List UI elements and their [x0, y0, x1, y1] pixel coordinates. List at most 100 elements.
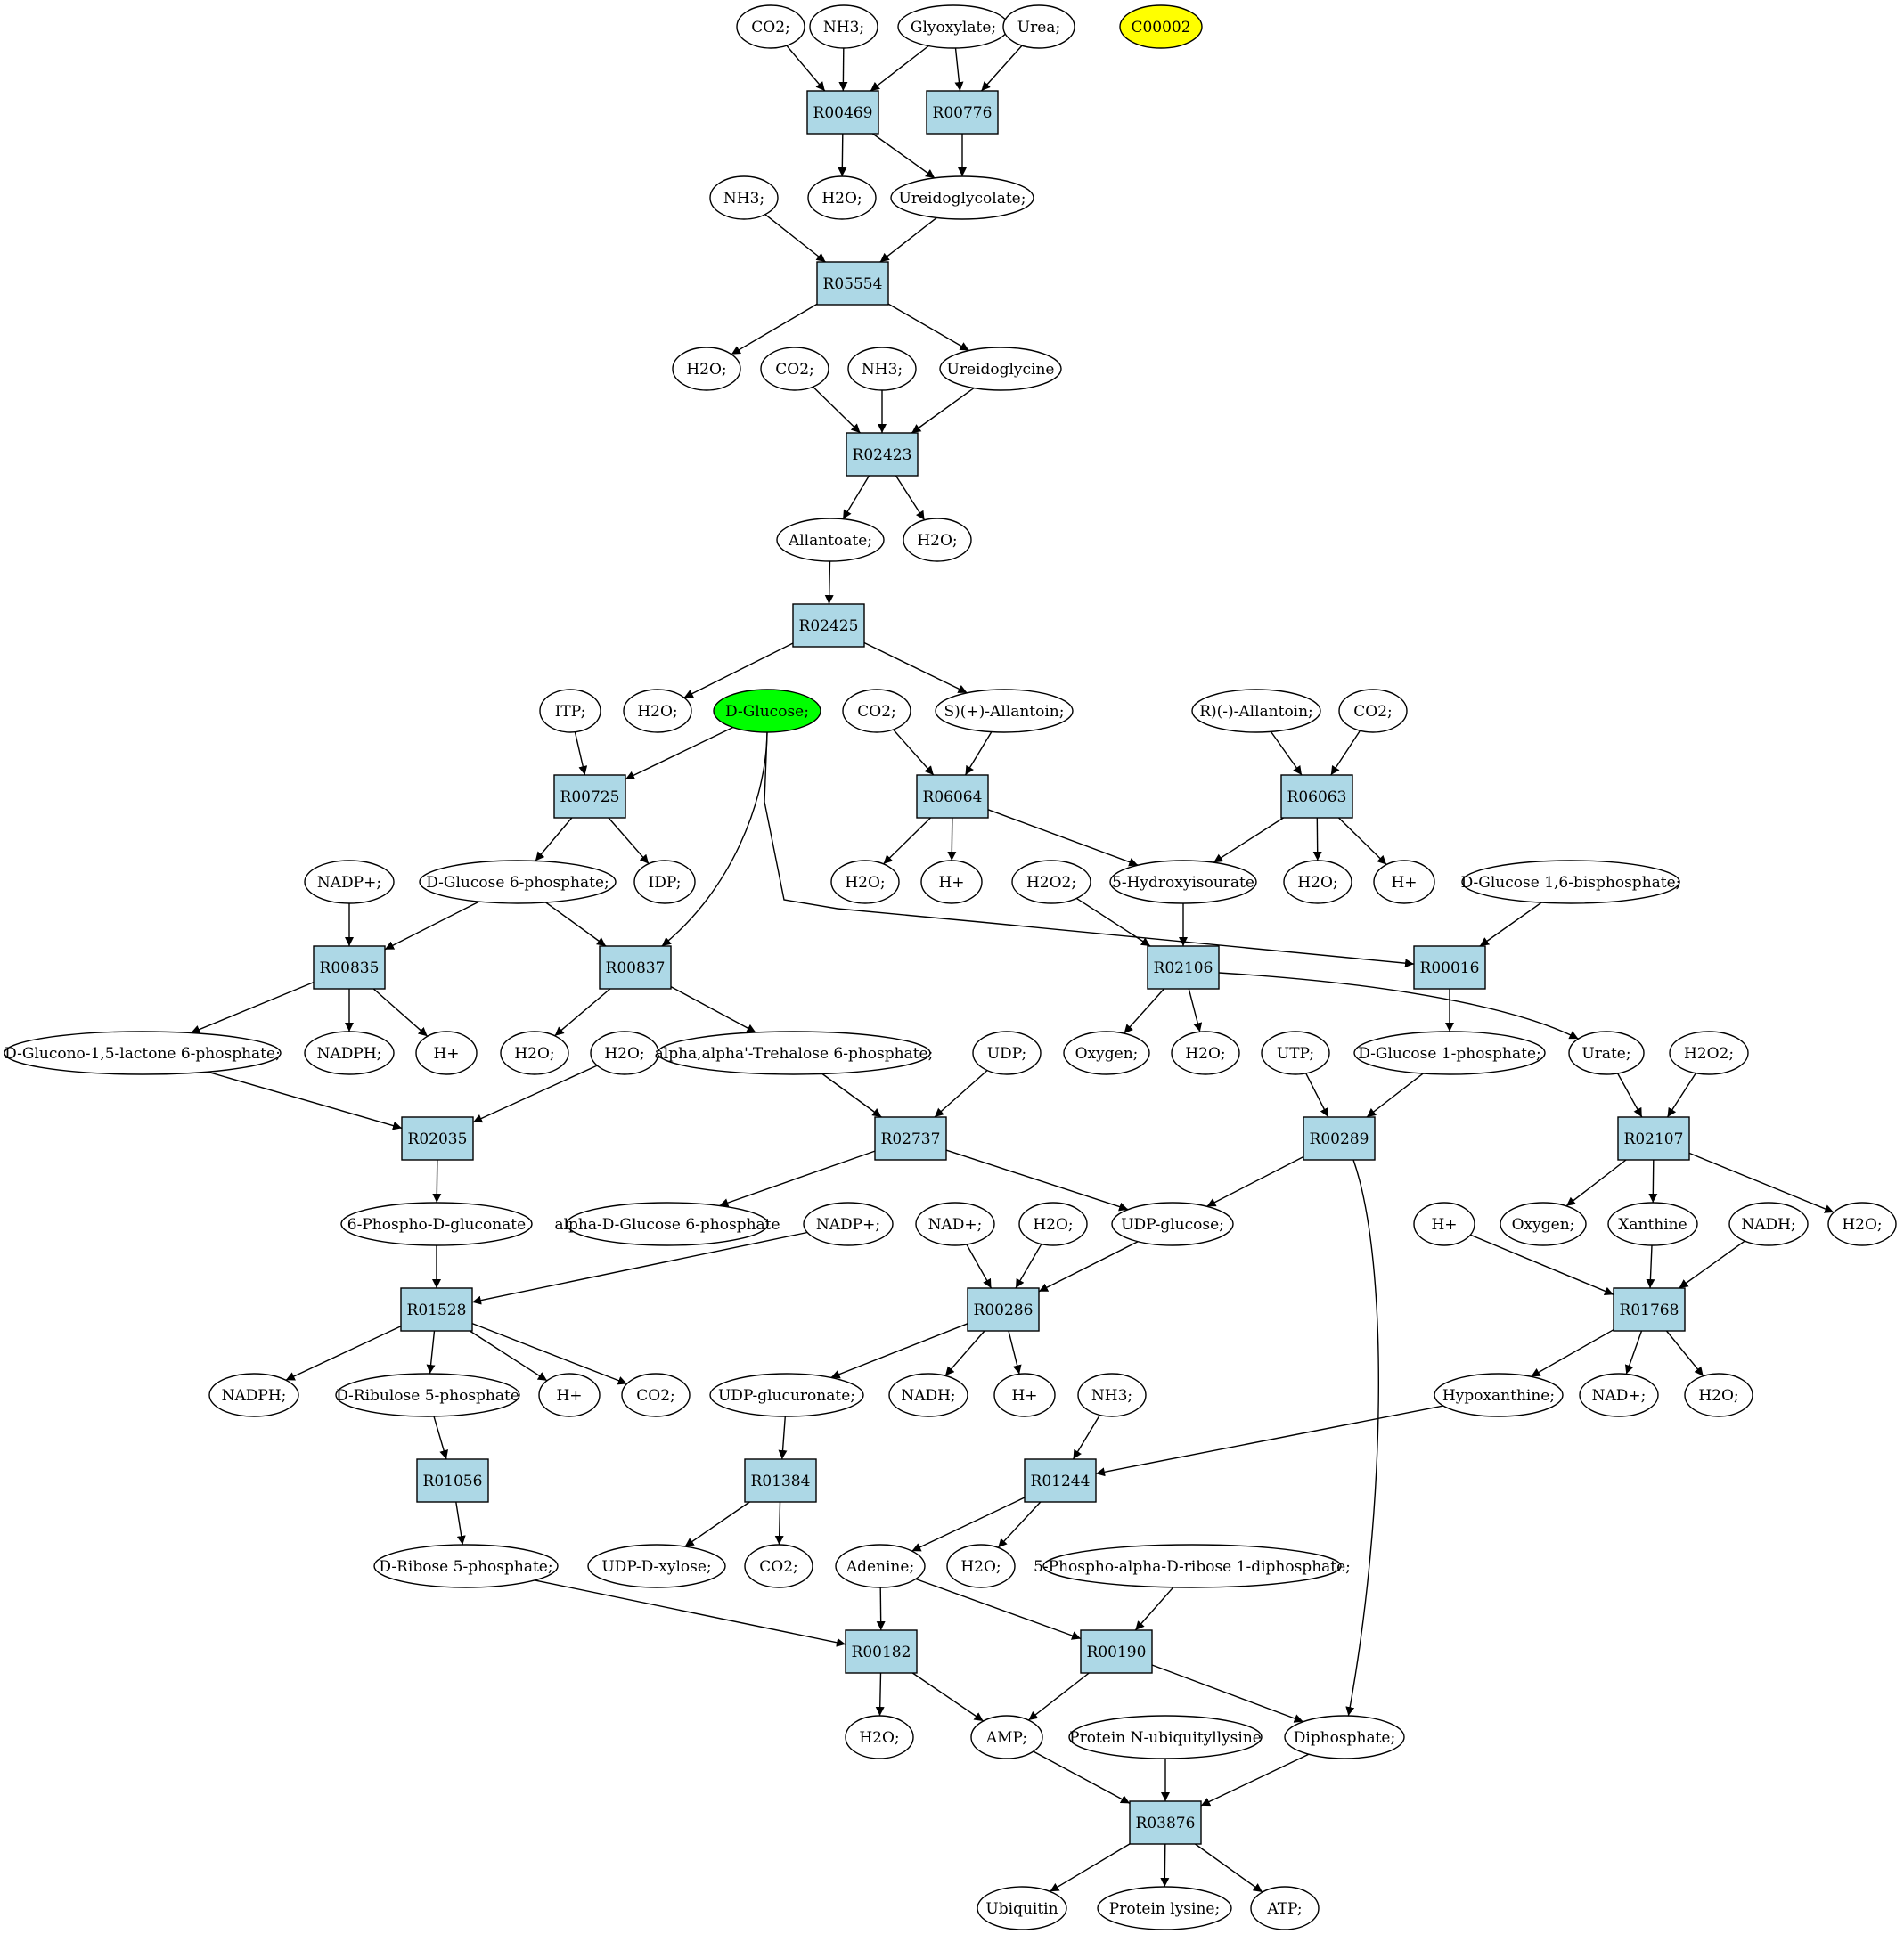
- compound-node-nh3_2[interactable]: NH3;: [709, 175, 779, 220]
- compound-node-udpxylose[interactable]: UDP-D-xylose;: [587, 1544, 726, 1588]
- compound-node-co2_3[interactable]: CO2;: [760, 347, 829, 391]
- compound-node-h2o_7[interactable]: H2O;: [500, 1031, 569, 1075]
- reaction-node-R00835[interactable]: R00835: [313, 945, 386, 990]
- compound-node-diphosphate[interactable]: Diphosphate;: [1284, 1715, 1405, 1759]
- compound-node-glyoxylate[interactable]: Glyoxylate;: [897, 4, 1009, 49]
- reaction-node-R00286[interactable]: R00286: [967, 1287, 1040, 1332]
- compound-node-h2o_8b[interactable]: H2O;: [1827, 1202, 1897, 1246]
- compound-node-ureidoglycolate[interactable]: Ureidoglycolate;: [890, 175, 1034, 220]
- compound-node-h2o_5[interactable]: H2O;: [623, 689, 692, 733]
- compound-node-hydroxyisourate[interactable]: 5-Hydroxyisourate: [1109, 860, 1257, 904]
- compound-node-idp[interactable]: IDP;: [633, 860, 696, 904]
- compound-node-dglucose[interactable]: D-Glucose;: [713, 689, 821, 733]
- compound-node-co2_top[interactable]: CO2;: [736, 4, 805, 49]
- reaction-node-R05554[interactable]: R05554: [816, 261, 889, 306]
- reaction-node-R01244[interactable]: R01244: [1024, 1458, 1097, 1503]
- compound-node-adenine[interactable]: Adenine;: [835, 1544, 926, 1588]
- compound-node-udpglucuronate[interactable]: UDP-glucuronate;: [709, 1373, 864, 1417]
- compound-node-hplus_9[interactable]: H+: [538, 1373, 601, 1417]
- compound-node-h2o_10[interactable]: H2O;: [946, 1544, 1016, 1588]
- reaction-node-R03876[interactable]: R03876: [1129, 1800, 1202, 1845]
- reaction-node-R00776[interactable]: R00776: [926, 90, 999, 135]
- compound-node-g1p[interactable]: D-Glucose 1-phosphate;: [1353, 1031, 1546, 1075]
- compound-node-nadh_9[interactable]: NADH;: [888, 1373, 968, 1417]
- reaction-node-R01384[interactable]: R01384: [744, 1458, 817, 1503]
- compound-node-urea[interactable]: Urea;: [1002, 4, 1075, 49]
- reaction-node-R02737[interactable]: R02737: [874, 1116, 947, 1161]
- compound-node-nh3_3[interactable]: NH3;: [847, 347, 917, 391]
- reaction-node-R02107[interactable]: R02107: [1617, 1116, 1690, 1161]
- compound-node-nadph_9[interactable]: NADPH;: [208, 1373, 299, 1417]
- reaction-node-R06063[interactable]: R06063: [1280, 774, 1353, 819]
- compound-node-g6p[interactable]: D-Glucose 6-phosphate;: [419, 860, 617, 904]
- compound-node-allantoate[interactable]: Allantoate;: [776, 518, 885, 562]
- reaction-node-R00190[interactable]: R00190: [1080, 1629, 1153, 1674]
- compound-node-h2o_11[interactable]: H2O;: [845, 1715, 914, 1759]
- compound-node-phosphogluconate[interactable]: 6-Phospho-D-gluconate: [340, 1202, 533, 1246]
- compound-node-prpp[interactable]: 5-Phospho-alpha-D-ribose 1-diphosphate;: [1034, 1544, 1351, 1588]
- compound-node-co2_9[interactable]: CO2;: [621, 1373, 691, 1417]
- reaction-node-R00725[interactable]: R00725: [553, 774, 626, 819]
- compound-node-ribulose5p[interactable]: D-Ribulose 5-phosphate: [335, 1373, 520, 1417]
- compound-node-udpglucose[interactable]: UDP-glucose;: [1111, 1202, 1234, 1246]
- compound-node-h2o_6b[interactable]: H2O;: [1283, 860, 1352, 904]
- reaction-node-R00289[interactable]: R00289: [1303, 1116, 1376, 1161]
- compound-node-h2o_2[interactable]: H2O;: [807, 175, 877, 220]
- compound-node-proteinlysine[interactable]: Protein lysine;: [1097, 1886, 1232, 1930]
- compound-node-h2o_9[interactable]: H2O;: [1684, 1373, 1753, 1417]
- compound-node-itp[interactable]: ITP;: [539, 689, 601, 733]
- reaction-node-R06064[interactable]: R06064: [916, 774, 989, 819]
- reaction-node-R00182[interactable]: R00182: [845, 1629, 918, 1674]
- compound-node-co2_5[interactable]: CO2;: [842, 689, 911, 733]
- reaction-node-R00016[interactable]: R00016: [1413, 945, 1486, 990]
- compound-node-nadp_6[interactable]: NADP+;: [304, 860, 395, 904]
- compound-node-nadph_7[interactable]: NADPH;: [304, 1031, 395, 1075]
- reaction-node-R02035[interactable]: R02035: [401, 1116, 474, 1161]
- compound-node-c00002[interactable]: C00002: [1119, 4, 1203, 49]
- compound-node-amp[interactable]: AMP;: [970, 1715, 1043, 1759]
- compound-node-h2o2_7[interactable]: H2O2;: [1669, 1031, 1749, 1075]
- compound-node-udp[interactable]: UDP;: [972, 1031, 1042, 1075]
- compound-node-oxygen_7[interactable]: Oxygen;: [1063, 1031, 1150, 1075]
- reaction-node-R00837[interactable]: R00837: [599, 945, 672, 990]
- compound-node-co2_5b[interactable]: CO2;: [1338, 689, 1408, 733]
- compound-node-h2o_7b[interactable]: H2O;: [590, 1031, 659, 1075]
- compound-node-h2o_3[interactable]: H2O;: [672, 347, 741, 391]
- compound-node-nad_8[interactable]: NAD+;: [915, 1202, 995, 1246]
- compound-node-utp[interactable]: UTP;: [1261, 1031, 1330, 1075]
- compound-node-aglucose6p[interactable]: alpha-D-Glucose 6-phosphate: [554, 1202, 780, 1246]
- compound-node-ubiquitin[interactable]: Ubiquitin: [977, 1886, 1067, 1930]
- compound-node-atp[interactable]: ATP;: [1250, 1886, 1320, 1930]
- compound-node-h2o_4[interactable]: H2O;: [903, 518, 972, 562]
- compound-node-ribose5p[interactable]: D-Ribose 5-phosphate;: [373, 1544, 559, 1588]
- compound-node-hplus_6b[interactable]: H+: [1373, 860, 1435, 904]
- compound-node-ubiquityllysine[interactable]: Protein N-ubiquityllysine: [1068, 1715, 1263, 1759]
- compound-node-nadh_8[interactable]: NADH;: [1728, 1202, 1809, 1246]
- compound-node-oxygen_8[interactable]: Oxygen;: [1500, 1202, 1587, 1246]
- compound-node-nh3_top[interactable]: NH3;: [809, 4, 878, 49]
- compound-node-s_allantoin[interactable]: S)(+)-Allantoin;: [935, 689, 1074, 733]
- reaction-node-R01768[interactable]: R01768: [1613, 1287, 1686, 1332]
- compound-node-co2_10[interactable]: CO2;: [744, 1544, 813, 1588]
- compound-node-ureidoglycine[interactable]: Ureidoglycine: [939, 347, 1062, 391]
- compound-node-g16bp[interactable]: D-Glucose 1,6-bisphosphate;: [1461, 860, 1681, 904]
- compound-node-nadp_8[interactable]: NADP+;: [803, 1202, 894, 1246]
- compound-node-h2o_6[interactable]: H2O;: [830, 860, 900, 904]
- compound-node-urate[interactable]: Urate;: [1568, 1031, 1645, 1075]
- compound-node-hypoxanthine[interactable]: Hypoxanthine;: [1434, 1373, 1564, 1417]
- compound-node-h2o2_6[interactable]: H2O2;: [1011, 860, 1091, 904]
- reaction-node-R01056[interactable]: R01056: [416, 1458, 489, 1503]
- reaction-node-R02423[interactable]: R02423: [846, 432, 919, 477]
- compound-node-xanthine[interactable]: Xanthine: [1607, 1202, 1698, 1246]
- compound-node-hplus_8[interactable]: H+: [1413, 1202, 1475, 1246]
- compound-node-h2o_7c[interactable]: H2O;: [1171, 1031, 1240, 1075]
- compound-node-nad_9[interactable]: NAD+;: [1579, 1373, 1659, 1417]
- compound-node-hplus_9b[interactable]: H+: [993, 1373, 1056, 1417]
- compound-node-hplus_6[interactable]: H+: [920, 860, 983, 904]
- compound-node-r_allantoin[interactable]: R)(-)-Allantoin;: [1191, 689, 1321, 733]
- compound-node-hplus_7[interactable]: H+: [415, 1031, 478, 1075]
- compound-node-nh3_9[interactable]: NH3;: [1077, 1373, 1147, 1417]
- reaction-node-R02106[interactable]: R02106: [1147, 945, 1220, 990]
- reaction-node-R00469[interactable]: R00469: [806, 90, 879, 135]
- compound-node-glucono[interactable]: D-Glucono-1,5-lactone 6-phosphate;: [4, 1031, 282, 1075]
